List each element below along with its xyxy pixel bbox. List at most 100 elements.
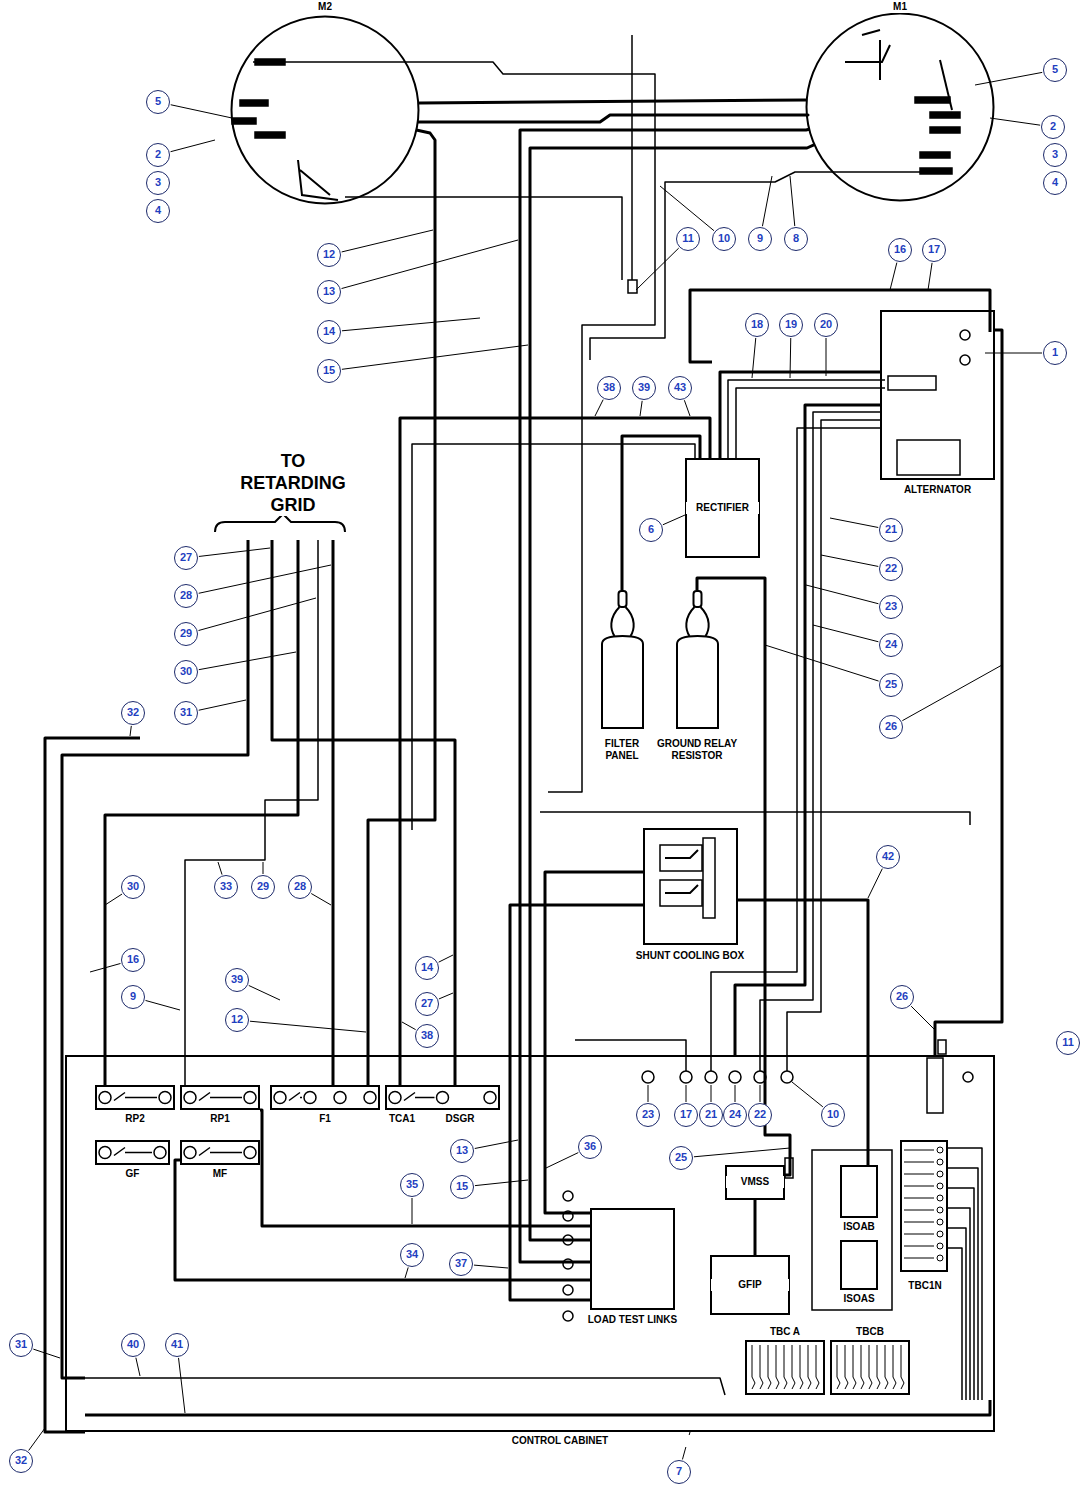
outline <box>232 17 419 204</box>
wire-connector <box>418 100 807 103</box>
outline <box>845 1345 848 1389</box>
callout-number: 24 <box>879 633 903 657</box>
component-outline <box>880 310 995 480</box>
leader-line <box>595 400 603 416</box>
component-box: TBC A <box>745 1326 825 1396</box>
callout-number: 26 <box>890 985 914 1009</box>
callout-number: 28 <box>288 875 312 899</box>
outline <box>937 1171 943 1177</box>
callout-number: 24 <box>723 1103 747 1127</box>
part-label: RP1 <box>180 1113 260 1125</box>
callout-number: 9 <box>748 227 772 251</box>
callout-number: 28 <box>174 584 198 608</box>
component-box: TBCB <box>830 1326 910 1396</box>
leader-line <box>130 726 131 736</box>
outline <box>937 1183 943 1189</box>
callout-number: 43 <box>668 376 692 400</box>
component-box: GROUND RELAY RESISTOR <box>652 590 742 770</box>
callout-number: 39 <box>225 968 249 992</box>
wire-connector <box>720 372 880 458</box>
terminal-stud <box>960 330 970 340</box>
outline <box>831 1341 909 1394</box>
outline <box>881 311 994 479</box>
callout-number: 22 <box>879 557 903 581</box>
component-outline <box>675 590 720 730</box>
component-outline <box>65 1055 995 1432</box>
component-outline <box>840 1240 878 1290</box>
callout-number: 14 <box>415 956 439 980</box>
component-symbol <box>812 1150 892 1310</box>
outline <box>808 1345 811 1389</box>
outline <box>66 1056 994 1431</box>
callout-number: 10 <box>712 227 736 251</box>
terminal-stud <box>563 1311 573 1321</box>
callout-number: 1 <box>1043 341 1067 365</box>
outline <box>937 1207 943 1213</box>
outline <box>304 1092 316 1104</box>
leader-line <box>830 518 878 527</box>
callout-number: 37 <box>449 1252 473 1276</box>
outline <box>937 1243 943 1249</box>
component-symbol <box>930 127 960 133</box>
wire <box>253 62 655 792</box>
component-symbol <box>703 838 715 918</box>
outline <box>181 1141 259 1164</box>
component-box: GF <box>95 1140 170 1182</box>
leader-line <box>33 1349 60 1358</box>
callout-number: 29 <box>251 875 275 899</box>
component-box: VMSS <box>725 1165 785 1200</box>
terminal-stud <box>563 1285 573 1295</box>
outline <box>602 636 643 728</box>
wire-connector <box>545 872 643 1213</box>
part-label: TBC1N <box>895 1280 955 1292</box>
component-box: SHUNT COOLING BOX <box>620 828 760 964</box>
leader-line <box>762 176 772 226</box>
outline <box>752 1345 755 1389</box>
outline <box>807 14 994 201</box>
component-outline <box>643 828 738 945</box>
outline <box>694 591 702 607</box>
outline <box>726 1166 784 1199</box>
wire <box>948 1208 970 1400</box>
leader-line <box>975 72 1042 85</box>
outline <box>686 607 708 636</box>
part-label: SHUNT COOLING BOX <box>625 950 755 962</box>
component-symbol <box>897 440 960 475</box>
outline <box>776 1345 779 1389</box>
outline <box>154 1147 166 1159</box>
leader-line <box>663 515 685 525</box>
component-box: ISOAS <box>830 1240 888 1306</box>
outline <box>199 1148 242 1156</box>
part-label: GF <box>95 1168 170 1180</box>
wire <box>948 1188 974 1400</box>
outline <box>199 1093 242 1101</box>
outline <box>184 1147 196 1159</box>
component-outline <box>805 12 995 202</box>
wire <box>332 540 335 1085</box>
terminal-stud <box>642 1071 654 1083</box>
outline <box>711 1256 789 1314</box>
outline <box>904 1198 934 1199</box>
callout-number: 25 <box>879 673 903 697</box>
component-outline <box>180 1085 260 1110</box>
component-outline <box>95 1140 170 1165</box>
callout-number: 21 <box>879 518 903 542</box>
component-box: M2 <box>230 0 420 205</box>
leader-line <box>439 955 453 962</box>
terminal-stud <box>960 355 970 365</box>
part-label: ISOAS <box>830 1293 888 1305</box>
component-box: RECTIFIER <box>685 458 760 558</box>
outline <box>389 1092 401 1104</box>
outline <box>184 1092 196 1104</box>
outline <box>746 1341 824 1394</box>
callout-number: 8 <box>784 227 808 251</box>
outline <box>611 607 633 636</box>
callout-number: 7 <box>667 1460 691 1484</box>
wire-connector <box>175 1160 590 1280</box>
leader-line <box>218 862 222 875</box>
outline <box>99 1147 111 1159</box>
leader-line <box>928 263 932 290</box>
callout-number: 9 <box>121 985 145 1009</box>
